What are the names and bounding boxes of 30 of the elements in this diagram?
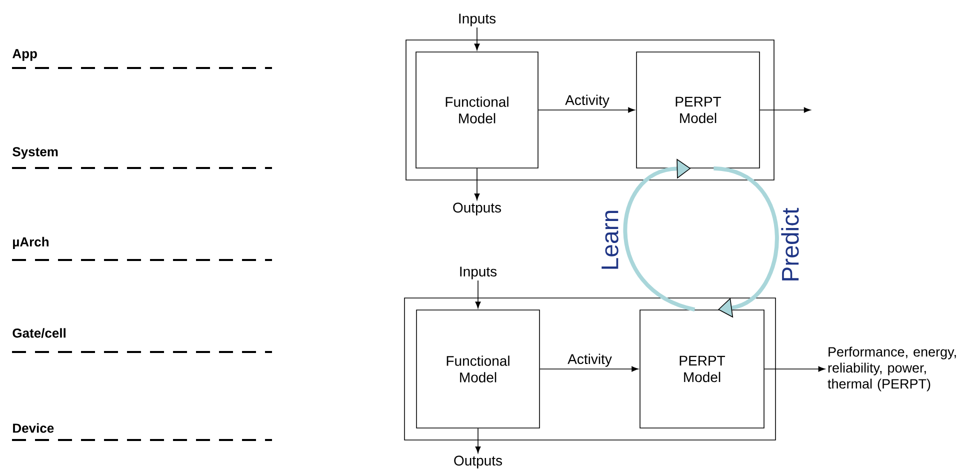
model-box: Functional Model	[416, 52, 538, 168]
port-label: Outputs	[453, 202, 502, 216]
arrow	[474, 27, 480, 50]
port-label: Outputs	[454, 456, 502, 468]
level-label: Device	[13, 423, 54, 433]
level-label: Gate/cell	[12, 328, 66, 338]
arrow	[540, 366, 638, 372]
curved-arrow	[623, 158, 696, 312]
arrow	[538, 107, 635, 113]
edge-label: Activity	[564, 94, 610, 109]
model-frame	[404, 298, 776, 440]
edge-label: Activity	[566, 352, 613, 368]
level-label: System	[12, 147, 58, 159]
curved-arrow	[713, 166, 779, 318]
arrow	[764, 366, 826, 372]
level-label: µArch	[13, 236, 48, 250]
model-frame	[406, 40, 774, 180]
model-box: PERPT Model	[640, 310, 764, 428]
level-label: App	[12, 49, 37, 61]
arrow	[760, 107, 811, 113]
edge-label: Learn	[602, 210, 618, 269]
output-description: Performance, energy, reliability, power, thermal (PERPT)	[828, 346, 956, 392]
arrow	[475, 280, 481, 308]
port-label: Inputs	[459, 14, 496, 26]
model-box: PERPT Model	[636, 52, 760, 168]
arrow	[475, 428, 481, 454]
edge-label: Predict	[781, 208, 799, 280]
arrow	[474, 168, 480, 200]
model-box: Functional Model	[416, 310, 540, 428]
port-label: Inputs	[460, 266, 497, 280]
